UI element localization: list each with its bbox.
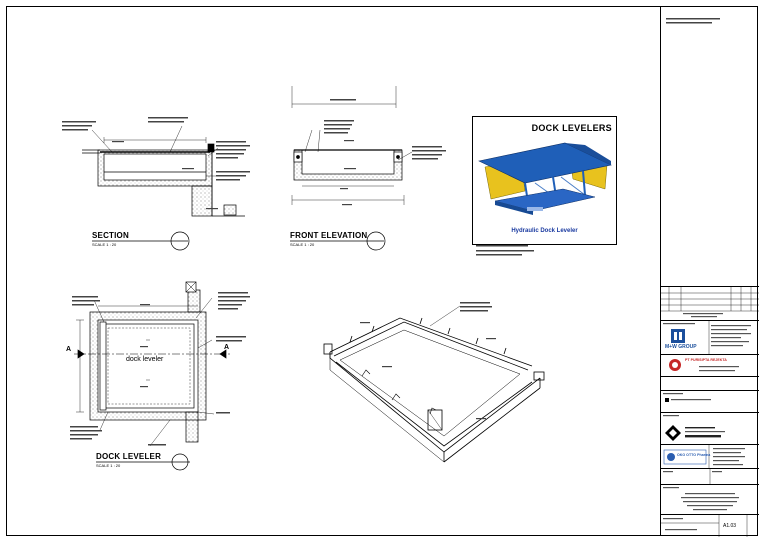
owner-block: M+W GROUP — [661, 320, 759, 355]
plan-view — [74, 281, 230, 447]
section-view — [82, 125, 245, 217]
product-photo-panel: DOCK LEVELERS Hydraulic Dock Leveler — [472, 116, 617, 245]
revision-grid — [661, 287, 759, 318]
sheet-number: A1.03 — [723, 523, 737, 529]
contractor-logo — [669, 359, 739, 372]
client-logo-text: OKO OTTO Pharma — [677, 453, 711, 457]
dock-leveler-illustration — [478, 142, 612, 215]
signature-grid — [663, 469, 722, 485]
photo-caption: Hydraulic Dock Leveler — [511, 228, 578, 234]
project-title-marks — [663, 393, 711, 402]
blank-row-1 — [661, 376, 759, 390]
annotation-notes — [62, 18, 720, 446]
revision-table — [661, 286, 759, 320]
view-title-symbols — [92, 231, 386, 471]
section-mark-right: A — [224, 344, 230, 351]
title-block: M+W GROUP PT PURISIPTA REJEKTA — [660, 6, 759, 537]
plan-center-label: dock leveler — [126, 356, 164, 363]
section-title: SECTION — [92, 231, 129, 240]
oko-otto-logo — [663, 445, 745, 469]
project-title-row — [661, 390, 759, 412]
mw-group-logo — [663, 321, 751, 355]
contractor-logo-text: PT PURISIPTA REJEKTA — [685, 358, 727, 362]
section-scale: SCALE 1 : 20 — [92, 242, 117, 247]
dock-leveler-title: DOCK LEVELER — [96, 452, 162, 461]
signature-row — [661, 468, 759, 485]
section-mark-left: A — [66, 346, 72, 353]
contractor-block: PT PURISIPTA REJEKTA — [661, 354, 759, 376]
front-elevation-scale: SCALE 1 : 20 — [290, 242, 315, 247]
client-block: OKO OTTO Pharma — [661, 444, 759, 469]
front-elevation-view — [291, 86, 413, 205]
sheet-number-grid — [661, 515, 748, 537]
sheet-number-block: A1.03 — [661, 514, 759, 537]
photo-title: DOCK LEVELERS — [531, 123, 612, 133]
drawing-title-marks — [663, 487, 739, 511]
isometric-view — [323, 305, 545, 463]
dock-leveler-scale: SCALE 1 : 20 — [96, 463, 121, 468]
drawing-title-block — [661, 484, 759, 514]
owner-logo-text: M+W GROUP — [665, 344, 697, 350]
consultant-block — [661, 412, 759, 444]
consultant-logo — [663, 415, 725, 441]
drawing-sheet — [6, 6, 758, 536]
front-elevation-title: FRONT ELEVATION — [290, 231, 368, 240]
